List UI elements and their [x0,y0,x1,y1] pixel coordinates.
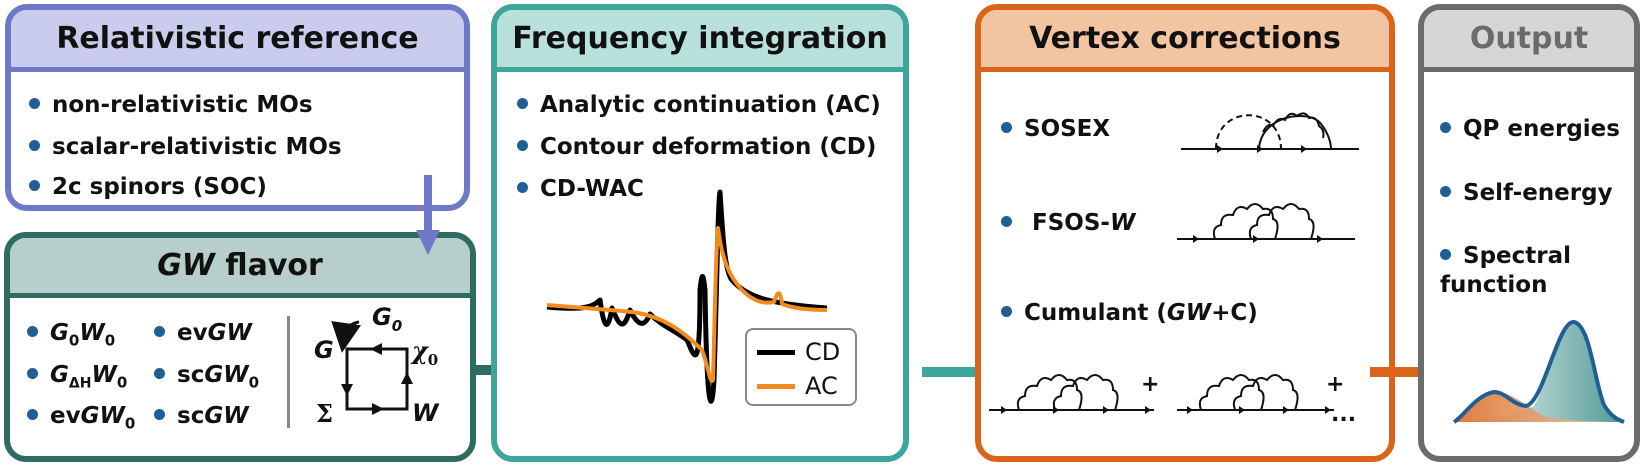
list-item: scalar-relativistic MOs [29,134,342,160]
gw-divider [287,316,290,428]
relativistic-reference-title: Relativistic reference [56,21,419,56]
fsos-w-feynman-diagram [1177,203,1355,243]
gw-method-scgw: scGW [154,403,249,429]
cumulant-feynman-diagrams [989,374,1334,414]
arrow-relativistic-to-gw [416,175,440,255]
output-panel: Output QP energies Self-energy Spectral … [1418,4,1640,462]
bullet-dot [154,409,165,420]
bullet-dot [1440,186,1451,197]
gw-method-scgw0: scGW0 [154,362,259,392]
hedin-g-label: G [314,336,334,364]
list-item: 2c spinors (SOC) [29,174,267,200]
frequency-integration-header: Frequency integration [497,10,903,72]
vertex-corrections-title: Vertex corrections [1029,21,1341,56]
bullet-dot [154,326,165,337]
bullet-dot [1001,216,1012,227]
hedin-sigma-label: Σ [316,399,333,428]
gw-method-gdhw0: GΔHW0 [27,362,127,392]
bullet-dot [517,182,528,193]
bullet-dot [1440,249,1451,260]
list-item: Contour deformation (CD) [517,134,876,160]
gw-method-g0w0: G0W0 [27,320,115,350]
gw-flavor-title: GW flavor [157,248,323,283]
hedin-g0-label: G0 [372,303,403,335]
bullet-dot [29,140,40,151]
cumulant-plus-1: + [1141,372,1160,397]
relativistic-reference-panel: Relativistic reference non-relativistic … [5,4,470,211]
bullet-dot [29,180,40,191]
vertex-corrections-header: Vertex corrections [981,10,1389,72]
ac-curve [546,226,828,383]
list-item: CD-WAC [517,176,644,202]
gw-flavor-panel: GW flavor G0W0 GΔHW0 evGW0 evGW scGW0 sc… [4,232,476,462]
bullet-dot [1001,306,1012,317]
bullet-dot [154,368,165,379]
output-title: Output [1469,21,1589,56]
list-item: non-relativistic MOs [29,92,313,118]
bullet-dot [1001,122,1012,133]
gw-method-evgw: evGW [154,320,252,346]
plot-legend: CD AC [745,328,857,406]
spectral-component-orange [1454,392,1624,422]
bullet-dot [517,140,528,151]
list-item: SOSEX [1001,116,1110,142]
output-header: Output [1424,10,1634,72]
bullet-dot [29,98,40,109]
hedin-cycle-diagram [331,320,413,415]
vertex-corrections-panel: Vertex corrections SOSEX FSOS-W Cumulant… [975,4,1395,462]
spectral-function-plot [1452,320,1625,424]
cumulant-plus-2: + [1326,372,1345,397]
list-item: Cumulant (GW+C) [1001,300,1258,326]
list-item: Analytic continuation (AC) [517,92,881,118]
list-item: Self-energy [1440,180,1613,206]
sosex-feynman-diagram [1181,112,1359,153]
list-item: QP energies [1440,116,1620,142]
bullet-dot [27,368,38,379]
gw-flavor-header: GW flavor [10,238,470,298]
legend-entry-ac: AC [757,372,838,400]
hedin-w-label: W [412,399,439,427]
self-energy-plot [546,189,828,404]
gw-method-evgw0: evGW0 [27,403,135,433]
bullet-dot [1440,122,1451,133]
frequency-integration-panel: Frequency integration Analytic continuat… [491,4,909,462]
bullet-dot [517,98,528,109]
legend-line-cd [757,349,795,355]
relativistic-reference-header: Relativistic reference [11,10,464,72]
legend-entry-cd: CD [757,338,840,366]
frequency-integration-title: Frequency integration [512,21,888,56]
legend-line-ac [757,383,795,389]
bullet-dot [27,326,38,337]
list-item: Spectral function [1440,243,1572,298]
list-item: FSOS-W [1001,210,1135,236]
spectral-component-teal [1454,321,1624,422]
cumulant-ellipsis: ... [1331,402,1357,427]
spectral-total-curve [1452,320,1625,424]
cd-curve [546,189,828,404]
bullet-dot [27,409,38,420]
hedin-chi-label: χ0 [412,336,439,369]
